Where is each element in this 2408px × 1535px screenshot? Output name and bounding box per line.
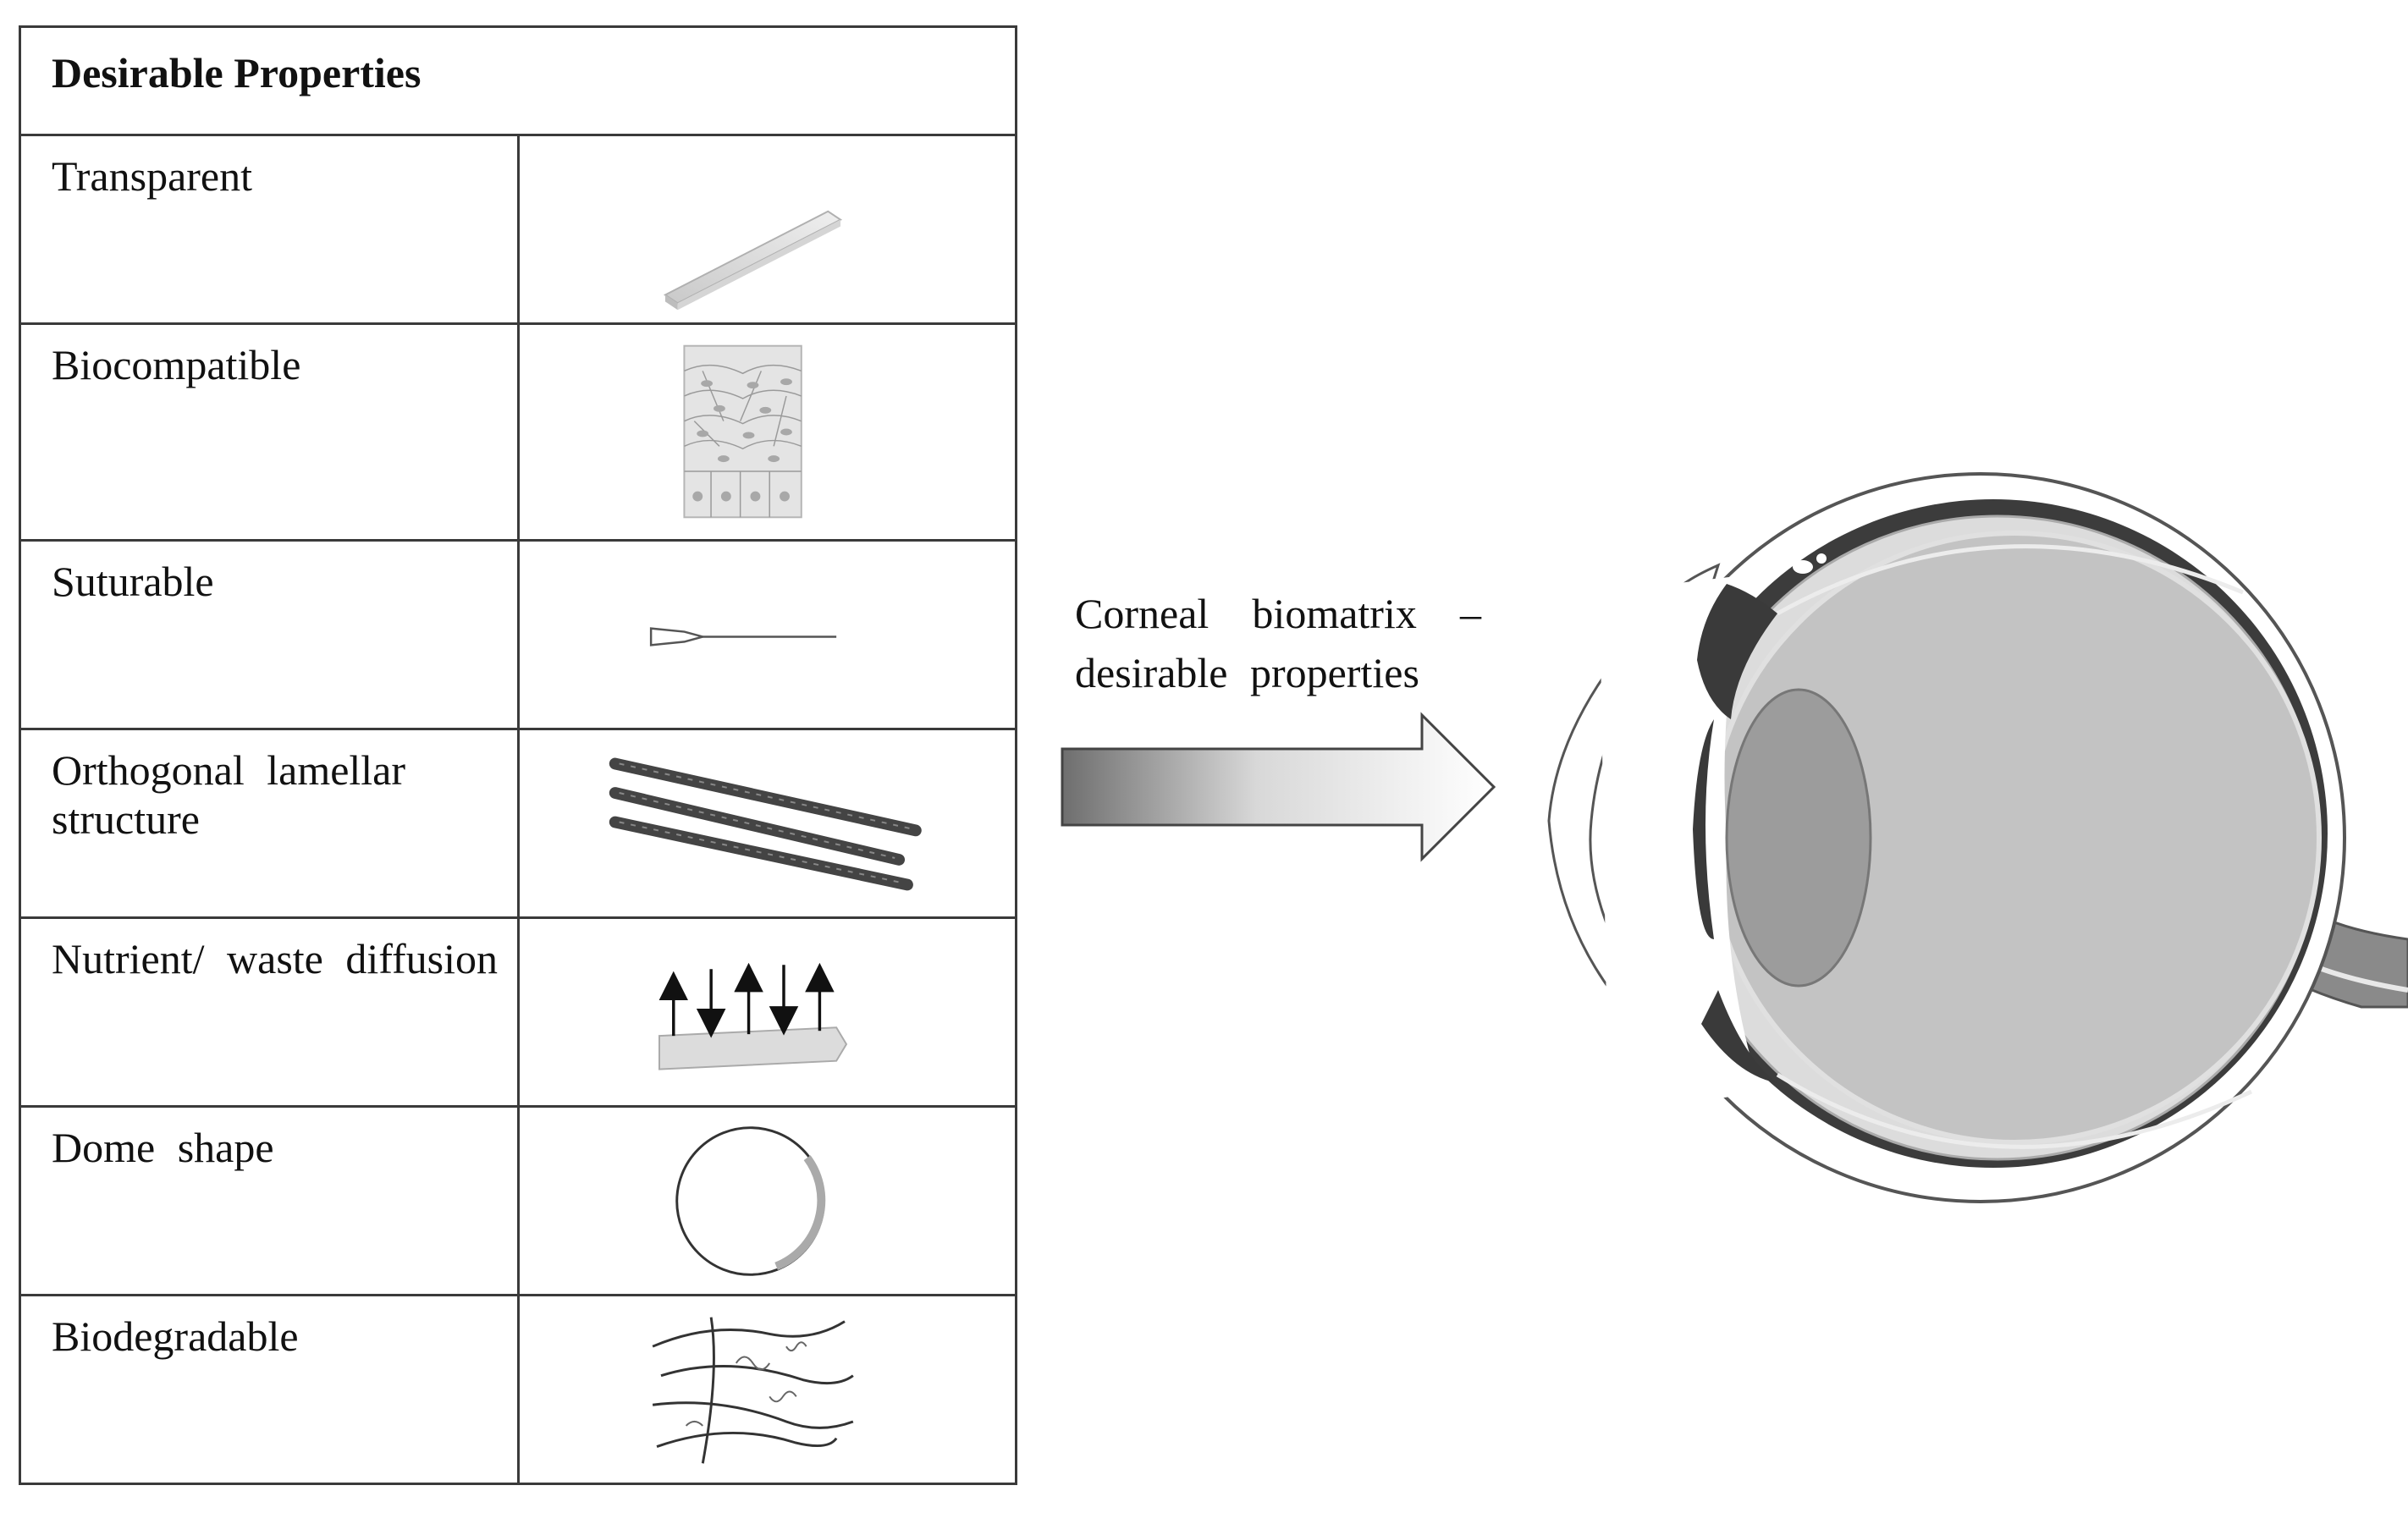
property-biocompatible: Biocompatible xyxy=(19,322,520,542)
caption-line-2: desirable properties xyxy=(1075,649,1419,696)
property-suturable: Suturable xyxy=(19,539,520,730)
transparent-film-icon xyxy=(516,134,1017,325)
properties-table: Desirable Properties Transparent Biocomp… xyxy=(19,25,1017,1485)
suture-needle-icon xyxy=(516,539,1017,730)
caption: Corneal biomatrix – desirable properties xyxy=(1075,584,1481,702)
property-orthogonal-lamellar: Orthogonal lamellar structure xyxy=(19,728,520,919)
property-transparent: Transparent xyxy=(19,134,520,325)
cell-tissue-icon xyxy=(516,322,1017,542)
table-header: Desirable Properties xyxy=(19,25,1017,136)
property-dome-shape: Dome shape xyxy=(19,1105,520,1296)
dome-circle-icon xyxy=(516,1105,1017,1296)
caption-line-1: Corneal biomatrix – xyxy=(1075,590,1481,637)
property-nutrient-diffusion: Nutrient/ waste diffusion xyxy=(19,916,520,1108)
collagen-fibres-icon xyxy=(516,728,1017,919)
diffusion-arrows-icon xyxy=(516,916,1017,1108)
right-arrow-icon xyxy=(1061,712,1496,862)
eye-cross-section-icon xyxy=(1547,472,2408,1203)
property-biodegradable: Biodegradable xyxy=(19,1294,520,1485)
degrading-fibres-icon xyxy=(516,1294,1017,1485)
